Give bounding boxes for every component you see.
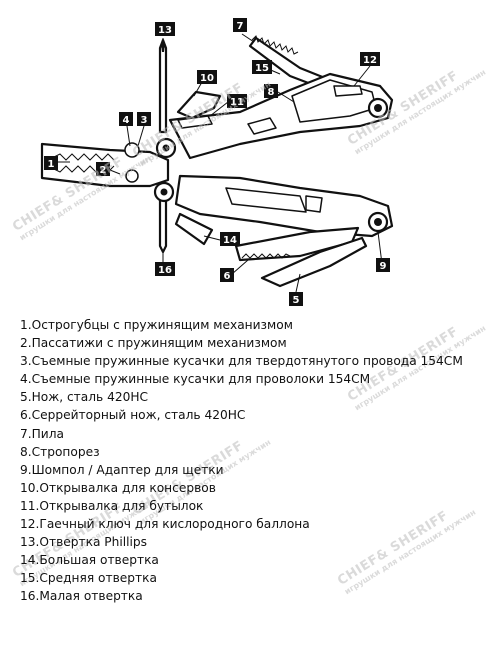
callout-4: 4 bbox=[119, 112, 133, 126]
callout-7: 7 bbox=[233, 18, 247, 32]
callout-9-label: 9 bbox=[380, 261, 387, 272]
callout-2: 2 bbox=[96, 162, 110, 176]
legend-item: 8.Стропорез bbox=[20, 444, 100, 459]
phillips-screwdriver-drawing bbox=[158, 38, 168, 134]
callout-14-label: 14 bbox=[223, 235, 237, 246]
callout-14: 14 bbox=[220, 232, 240, 246]
callout-3: 3 bbox=[137, 112, 151, 126]
callout-8: 8 bbox=[264, 84, 278, 98]
legend-item: 13.Отвертка Phillips bbox=[20, 535, 147, 550]
openers-drawing bbox=[176, 90, 222, 129]
legend-item: 12.Гаечный ключ для кислородного баллона bbox=[20, 517, 310, 532]
callout-5: 5 bbox=[289, 292, 303, 306]
legend-item: 1.Острогубцы с пружинящим механизмом bbox=[20, 318, 293, 332]
callout-10-label: 10 bbox=[200, 73, 214, 84]
callout-1: 1 bbox=[44, 156, 58, 170]
callout-12-label: 12 bbox=[363, 55, 377, 66]
legend-item: 6.Серрейторный нож, сталь 420HC bbox=[20, 408, 246, 423]
callout-1-label: 1 bbox=[48, 159, 55, 170]
legend-item: 2.Пассатижи с пружинящим механизмом bbox=[20, 336, 287, 351]
callout-3-label: 3 bbox=[141, 115, 148, 126]
callout-10: 10 bbox=[197, 70, 217, 84]
callout-16-label: 16 bbox=[158, 265, 172, 276]
callout-8-label: 8 bbox=[268, 87, 275, 98]
callout-9: 9 bbox=[376, 258, 390, 272]
callout-leaders bbox=[58, 33, 383, 293]
lower-handle-drawing bbox=[174, 174, 394, 238]
legend-item: 5.Нож, сталь 420HC bbox=[20, 390, 149, 405]
legend-item: 3.Съемные пружинные кусачки для твердотя… bbox=[20, 354, 463, 369]
legend-item: 7.Пила bbox=[20, 426, 64, 441]
upper-handle-drawing bbox=[168, 72, 394, 160]
callout-4-label: 4 bbox=[123, 115, 130, 126]
legend-item: 16.Малая отвертка bbox=[20, 589, 143, 604]
callout-15-label: 15 bbox=[255, 63, 269, 74]
legend-item: 10.Открывалка для консервов bbox=[20, 480, 216, 495]
callout-12: 12 bbox=[360, 52, 380, 66]
legend-item: 14.Большая отвертка bbox=[20, 553, 159, 568]
callout-5-label: 5 bbox=[293, 295, 300, 306]
large-screwdriver-drawing bbox=[174, 212, 214, 246]
callout-11-label: 11 bbox=[230, 97, 244, 108]
callout-13: 13 bbox=[155, 22, 175, 36]
callout-7-label: 7 bbox=[237, 21, 244, 32]
callout-16: 16 bbox=[155, 262, 175, 276]
knife-drawing bbox=[260, 236, 368, 288]
legend-item: 15.Средняя отвертка bbox=[20, 571, 157, 586]
callout-6: 6 bbox=[220, 268, 234, 282]
legend-list: 1.Острогубцы с пружинящим механизмом 2.П… bbox=[20, 316, 463, 606]
legend-item: 9.Шомпол / Адаптер для щетки bbox=[20, 462, 224, 477]
multitool-diagram: 1 2 3 4 5 6 7 8 9 10 11 12 bbox=[40, 18, 394, 306]
callout-11: 11 bbox=[227, 94, 247, 108]
callout-13-label: 13 bbox=[158, 25, 172, 36]
legend-item: 11.Открывалка для бутылок bbox=[20, 498, 204, 513]
legend-item: 4.Съемные пружинные кусачки для проволок… bbox=[20, 372, 371, 387]
callout-15: 15 bbox=[252, 60, 272, 74]
callout-2-label: 2 bbox=[100, 165, 107, 176]
callout-6-label: 6 bbox=[224, 271, 231, 282]
